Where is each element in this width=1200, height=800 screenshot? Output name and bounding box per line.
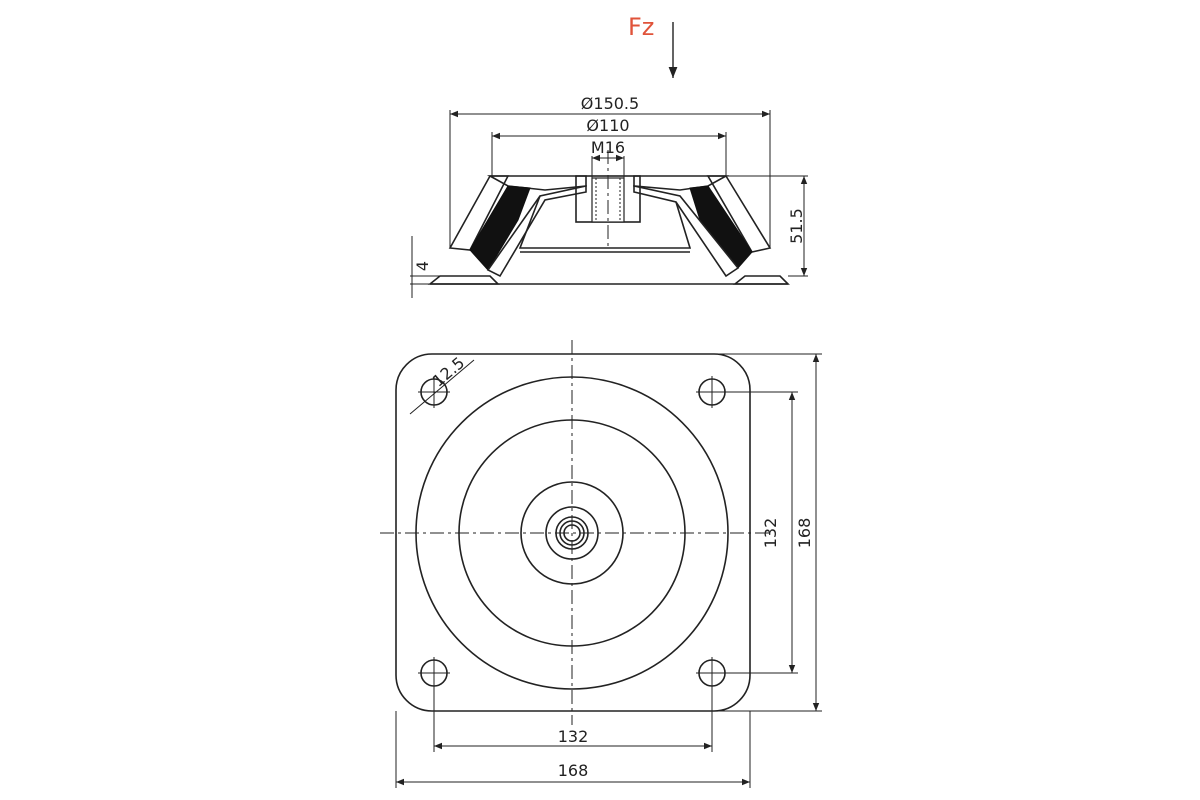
hole-radius-label: 12.5 xyxy=(429,353,469,390)
rubber-element-left xyxy=(469,185,531,271)
top-plan-view: 12.5 132 168 132 168 xyxy=(380,340,822,788)
thread-label: M16 xyxy=(591,138,625,157)
base-plate-right xyxy=(732,275,790,285)
rubber-element-right xyxy=(689,185,753,269)
height-label: 51.5 xyxy=(787,208,806,244)
top-shell-right xyxy=(633,175,730,191)
overall-width-label: 168 xyxy=(558,761,589,780)
vertical-hole-spacing-label: 132 xyxy=(761,518,780,549)
overall-height-label: 168 xyxy=(795,518,814,549)
base-thickness-label: 4 xyxy=(413,261,432,271)
inner-cone-right xyxy=(633,185,740,278)
inner-diameter-label: Ø110 xyxy=(586,116,629,135)
horizontal-hole-spacing-label: 132 xyxy=(558,727,589,746)
base-plate xyxy=(427,275,500,285)
force-indicator: Fz xyxy=(628,13,678,78)
side-section-view: Ø150.5 Ø110 M16 51.5 4 xyxy=(410,94,808,298)
inner-cup xyxy=(518,195,692,249)
force-label: Fz xyxy=(628,13,654,41)
top-shell xyxy=(486,175,587,191)
hole-centermarks xyxy=(418,376,728,689)
outer-diameter-label: Ø150.5 xyxy=(581,94,639,113)
